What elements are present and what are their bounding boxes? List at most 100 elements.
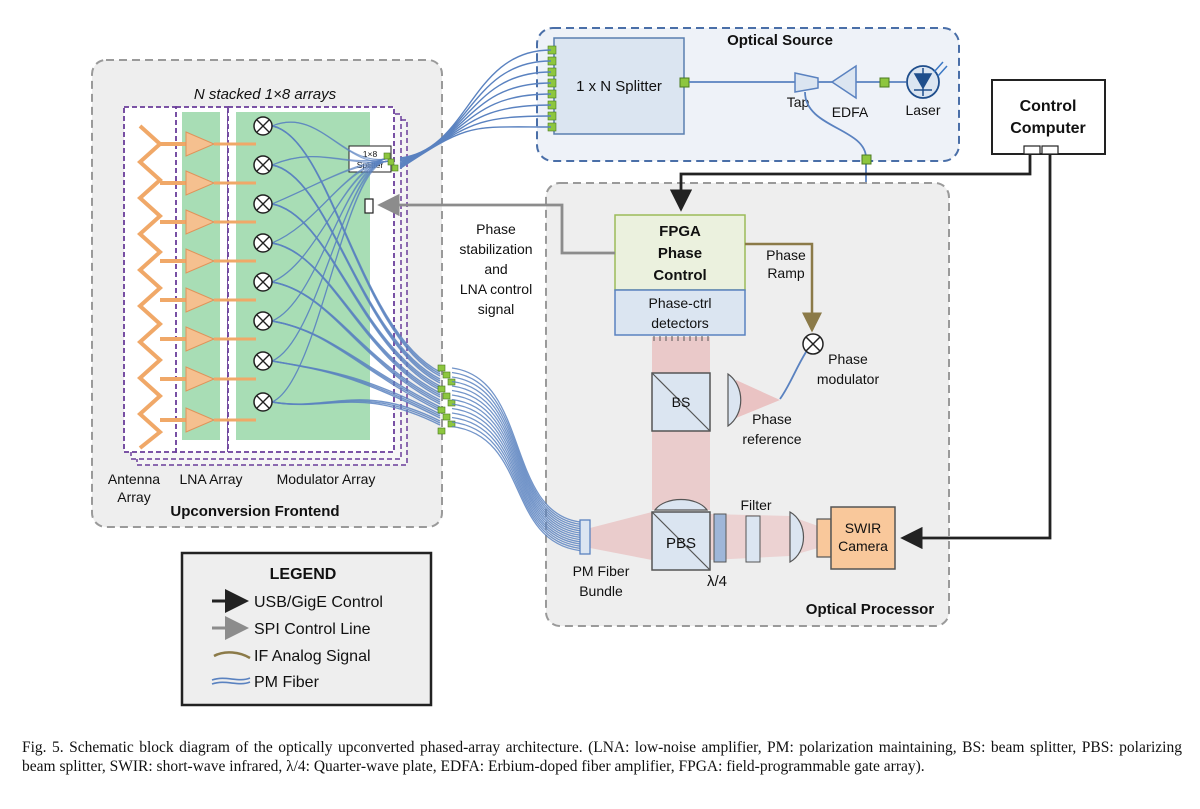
usb-port-1 [1023, 145, 1041, 155]
modulator-fibers [271, 121, 441, 426]
filter-label: Filter [740, 497, 771, 513]
modulator-output-fiber [271, 320, 441, 412]
spi-line-to-frontend [377, 193, 615, 255]
control-computer-label-2: Computer [1010, 120, 1086, 137]
fiber-connector [447, 420, 456, 428]
signal-label-3: and [484, 261, 507, 277]
modulator-output-fiber [271, 125, 441, 377]
legend-if-line [213, 651, 251, 660]
beam-detector-to-bs [652, 337, 710, 375]
modulator-array-label: Modulator Array [277, 471, 376, 487]
fpga-label-2: Phase [658, 245, 702, 262]
signal-label-2: stabilization [459, 241, 532, 257]
beam-fiber-to-pbs [590, 512, 652, 560]
control-computer: Control Computer [991, 79, 1106, 155]
fiber-connector [437, 427, 446, 435]
phase-ramp-label-2: Ramp [767, 265, 805, 281]
modulator-circles [253, 116, 273, 412]
phase-ramp-signal [745, 242, 822, 333]
bundle-fiber [451, 376, 581, 528]
modulator-to-reference-fiber [779, 351, 807, 400]
modulator-output-fiber [271, 164, 441, 384]
tap-coupler [794, 72, 819, 93]
signal-label-5: signal [478, 301, 515, 317]
lna-rows [160, 131, 256, 433]
modulator-output-fiber [271, 281, 441, 405]
modulator-cross [256, 395, 270, 409]
detector-input-ticks [653, 336, 709, 341]
splitter-input-ports [547, 45, 557, 132]
splitter-output-port [679, 77, 690, 88]
swir-camera [830, 506, 896, 570]
bundle-fiber [451, 389, 581, 534]
lna-amplifier [185, 287, 216, 313]
detectors-label-1: Phase-ctrl [648, 295, 711, 311]
fiber-connector [442, 371, 451, 379]
modulator-output-fiber [271, 360, 441, 419]
modulator-cross [256, 119, 270, 133]
lna-array-label: LNA Array [179, 471, 242, 487]
legend: LEGEND USB/GigE Control SPI Control Line… [180, 551, 433, 707]
optical-source: Optical Source 1 x N Splitter Tap EDFA L… [536, 27, 960, 162]
splitter-connector [383, 152, 391, 160]
optical-processor: Optical Processor FPGA Phase Control Pha… [545, 182, 950, 627]
modulator-cross [256, 236, 270, 250]
modulator-cross [256, 158, 270, 172]
phase-modulator-cross [805, 336, 821, 352]
modulator-output-fiber [271, 401, 441, 426]
usb-line-to-camera [900, 155, 1052, 550]
bundle-fiber [451, 367, 581, 523]
laser-port [879, 77, 890, 88]
pbs-upper-lens [653, 499, 709, 511]
laser-diode-symbol [913, 68, 933, 96]
bundle-fiber [451, 416, 581, 547]
antenna-elements [137, 124, 164, 450]
swir-camera-body [816, 518, 832, 558]
lna-amplifier [185, 170, 216, 196]
fiber-connector [442, 392, 451, 400]
tap-fiber-port-1 [861, 154, 872, 165]
swir-camera-label-1: SWIR [845, 520, 882, 536]
bundle-fiber [451, 421, 581, 550]
quarter-wave-plate [713, 513, 727, 563]
pm-fiber-bundle [451, 367, 581, 552]
bundle-fiber [451, 394, 581, 536]
fiber-connector [437, 406, 446, 414]
figure-caption: Fig. 5. Schematic block diagram of the o… [22, 739, 1182, 775]
phase-reference-label-1: Phase [752, 411, 792, 427]
source-to-frontend-fibers [399, 49, 552, 170]
pbs-diagonal [651, 511, 711, 571]
laser-label: Laser [905, 102, 940, 118]
phase-modulator-label-1: Phase [828, 351, 868, 367]
beam-phase-reference [736, 380, 780, 418]
swir-camera-label-2: Camera [838, 538, 888, 554]
detectors-label-2: detectors [651, 315, 709, 331]
usb-line-to-fpga [669, 155, 1032, 212]
bundle-fiber [451, 412, 581, 545]
legend-fiber-line [211, 677, 251, 685]
lna-amplifier [185, 248, 216, 274]
antenna-array-label-1: Antenna [108, 471, 160, 487]
fiber-connector [442, 413, 451, 421]
lna-amplifier [185, 209, 216, 235]
legend-item-spi: SPI Control Line [254, 621, 371, 638]
control-computer-box [991, 79, 1106, 155]
control-computer-label-1: Control [1020, 98, 1077, 115]
pm-fiber-bundle-connector [579, 519, 591, 555]
fpga-label-3: Control [653, 267, 706, 284]
fiber-connector [437, 364, 446, 372]
output-connectors [383, 152, 456, 435]
lna-amplifier [185, 407, 216, 433]
laser-emission-arrows [933, 61, 948, 77]
stacked-arrays-label: N stacked 1×8 arrays [194, 86, 337, 103]
camera-lens [789, 510, 804, 564]
bundle-fiber [451, 425, 581, 552]
splitter-connector [387, 158, 395, 166]
spi-connector [364, 198, 374, 214]
bundle-fiber [451, 371, 581, 525]
beam-bs-to-pbs [652, 430, 710, 510]
lna-amplifier [185, 131, 216, 157]
antenna-array-label-2: Array [117, 489, 150, 505]
legend-item-usb: USB/GigE Control [254, 594, 383, 611]
modulator-output-fiber [271, 203, 441, 391]
